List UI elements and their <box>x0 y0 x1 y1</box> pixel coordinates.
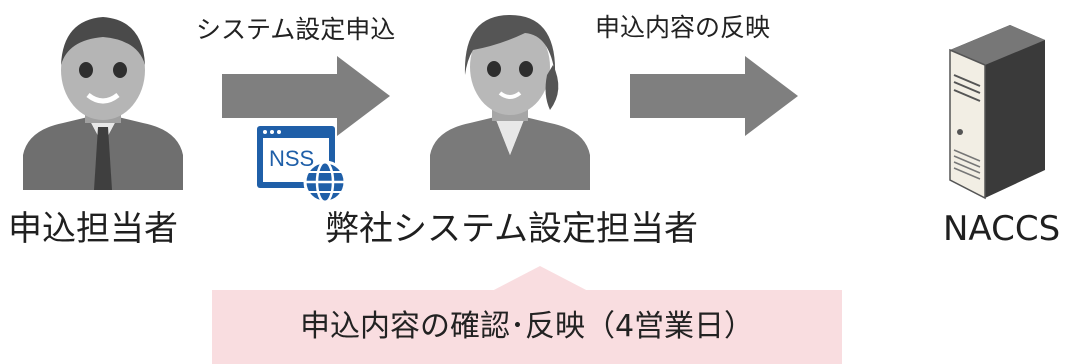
staff-person-icon <box>425 5 595 190</box>
nss-web-icon: NSS <box>255 122 350 204</box>
callout-text: 申込内容の確認･反映（4営業日） <box>299 309 755 344</box>
callout-pointer <box>490 266 590 292</box>
applicant-person-icon <box>18 5 188 190</box>
staff-label: 弊社システム設定担当者 <box>325 209 698 249</box>
flow-caption-1: システム設定申込 <box>196 15 396 44</box>
nss-badge-text: NSS <box>269 146 314 171</box>
processing-callout: 申込内容の確認･反映（4営業日） <box>212 290 842 364</box>
naccs-label: NACCS <box>943 209 1061 249</box>
applicant-label: 申込担当者 <box>8 209 178 249</box>
flow-caption-2: 申込内容の反映 <box>595 13 771 42</box>
server-icon <box>940 20 1050 200</box>
flow-arrow-1 <box>222 56 390 136</box>
flow-arrow-2 <box>630 56 798 136</box>
